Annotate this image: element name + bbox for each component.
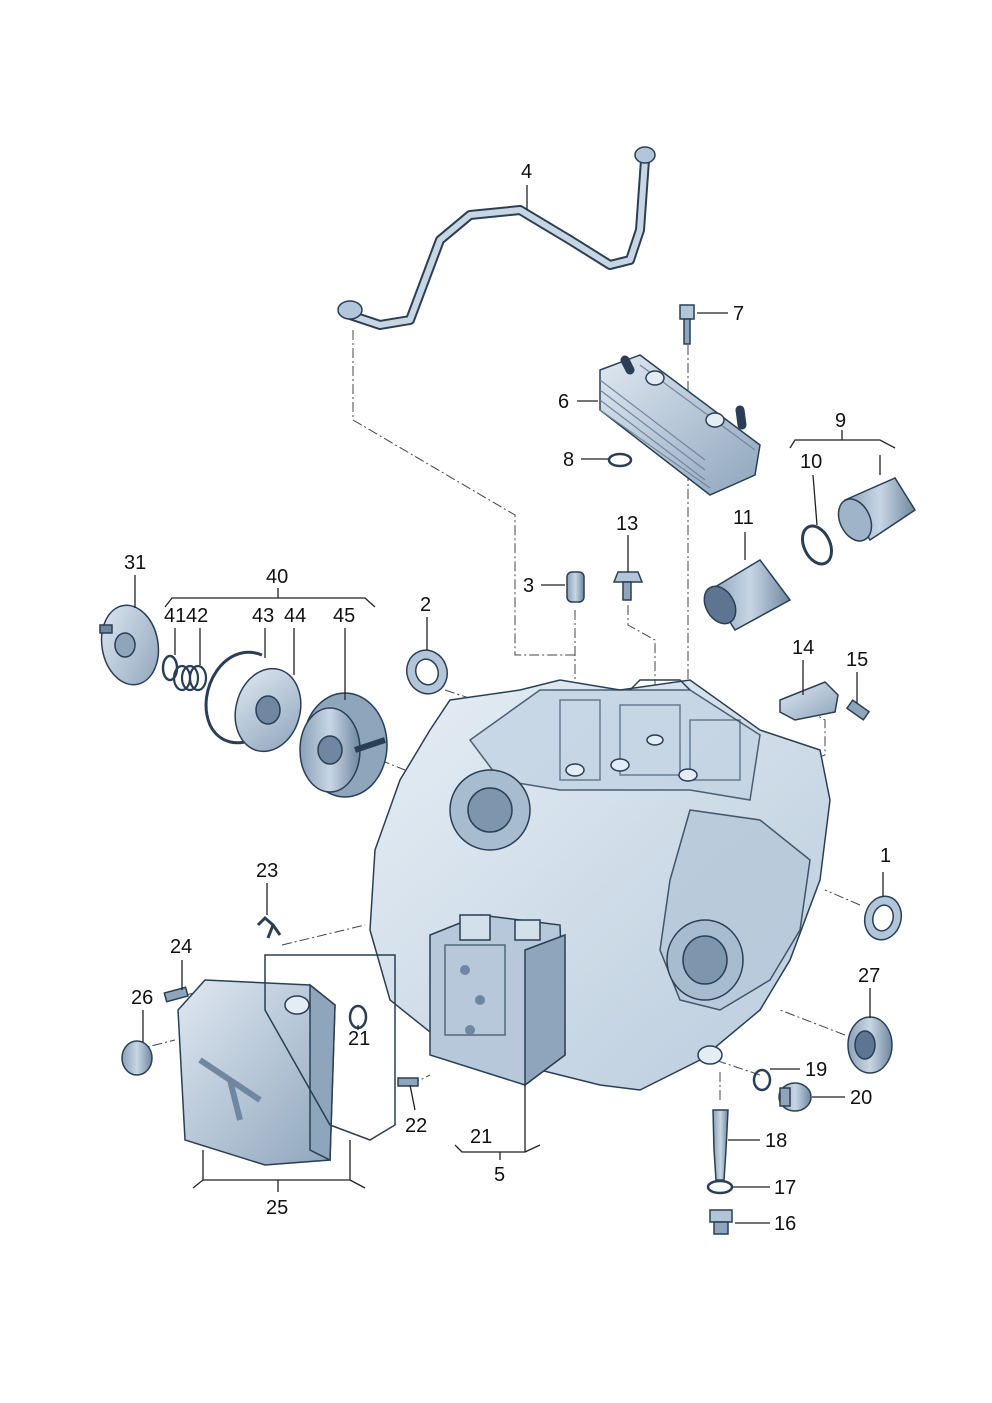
bolt-7 bbox=[679, 304, 695, 345]
callout-17: 17 bbox=[774, 1177, 796, 1199]
callout-15: 15 bbox=[846, 649, 868, 671]
callout-5: 5 bbox=[494, 1164, 505, 1186]
spring-42 bbox=[172, 664, 208, 692]
leader-lines bbox=[134, 185, 896, 1224]
circlip-43 bbox=[204, 651, 263, 745]
oil-cooler bbox=[599, 354, 761, 496]
callout-21-pan: 21 bbox=[348, 1028, 370, 1050]
callout-41: 41 bbox=[164, 605, 186, 627]
callout-42: 42 bbox=[186, 605, 208, 627]
seal-27 bbox=[847, 1016, 893, 1074]
callout-18: 18 bbox=[765, 1130, 787, 1152]
callout-23: 23 bbox=[256, 860, 278, 882]
callout-40: 40 bbox=[266, 566, 288, 588]
o-ring-21 bbox=[348, 1004, 368, 1030]
callout-2: 2 bbox=[420, 594, 431, 616]
drain-plug-16 bbox=[709, 1209, 733, 1235]
gasket bbox=[264, 954, 396, 1141]
o-ring-8 bbox=[607, 452, 633, 468]
callout-45: 45 bbox=[333, 605, 355, 627]
oil-pipe bbox=[345, 155, 650, 330]
callout-20: 20 bbox=[850, 1087, 872, 1109]
mechatronic-unit bbox=[429, 914, 566, 1087]
filter-housing-9 bbox=[837, 477, 917, 542]
clip-23 bbox=[256, 915, 282, 939]
bolt-15 bbox=[845, 699, 871, 721]
callout-11: 11 bbox=[733, 507, 754, 529]
callout-4: 4 bbox=[521, 161, 532, 183]
callout-8: 8 bbox=[563, 449, 574, 471]
overflow-tube-18 bbox=[712, 1109, 729, 1181]
cover-31 bbox=[99, 604, 160, 686]
bracket-14 bbox=[779, 681, 839, 721]
clutch-45 bbox=[299, 692, 388, 798]
bolt-24 bbox=[163, 986, 189, 1003]
callout-26: 26 bbox=[131, 987, 153, 1009]
plug-20 bbox=[778, 1082, 812, 1112]
callout-43: 43 bbox=[252, 605, 274, 627]
o-ring-19 bbox=[752, 1068, 772, 1092]
bolt-22 bbox=[397, 1077, 419, 1087]
callout-25: 25 bbox=[266, 1197, 288, 1219]
callout-10: 10 bbox=[800, 451, 822, 473]
plug-3 bbox=[566, 571, 585, 603]
pipe-fitting-top bbox=[634, 146, 656, 164]
callout-19: 19 bbox=[805, 1059, 827, 1081]
fitting-26 bbox=[121, 1040, 153, 1076]
callout-31: 31 bbox=[124, 552, 146, 574]
o-ring-17 bbox=[706, 1179, 734, 1195]
pipe-fitting-bottom bbox=[337, 300, 363, 320]
callout-21-unit: 21 bbox=[470, 1126, 492, 1148]
callout-7: 7 bbox=[733, 303, 744, 325]
callout-14: 14 bbox=[792, 637, 814, 659]
bolt-13 bbox=[612, 571, 644, 601]
o-ring-10 bbox=[800, 524, 834, 566]
callout-labels: 1 2 3 4 5 6 7 8 9 10 11 13 14 15 16 17 1… bbox=[124, 161, 891, 1235]
callout-13: 13 bbox=[616, 513, 638, 535]
oil-pan bbox=[177, 979, 336, 1166]
filter-element-11 bbox=[703, 559, 792, 631]
callout-3: 3 bbox=[523, 575, 534, 597]
callout-27: 27 bbox=[858, 965, 880, 987]
callout-6: 6 bbox=[558, 391, 569, 413]
callout-22: 22 bbox=[405, 1115, 427, 1137]
callout-16: 16 bbox=[774, 1213, 796, 1235]
callout-1: 1 bbox=[880, 845, 891, 867]
piston-44 bbox=[234, 667, 302, 753]
callout-9: 9 bbox=[835, 410, 846, 432]
callout-44: 44 bbox=[284, 605, 306, 627]
callout-24: 24 bbox=[170, 936, 192, 958]
